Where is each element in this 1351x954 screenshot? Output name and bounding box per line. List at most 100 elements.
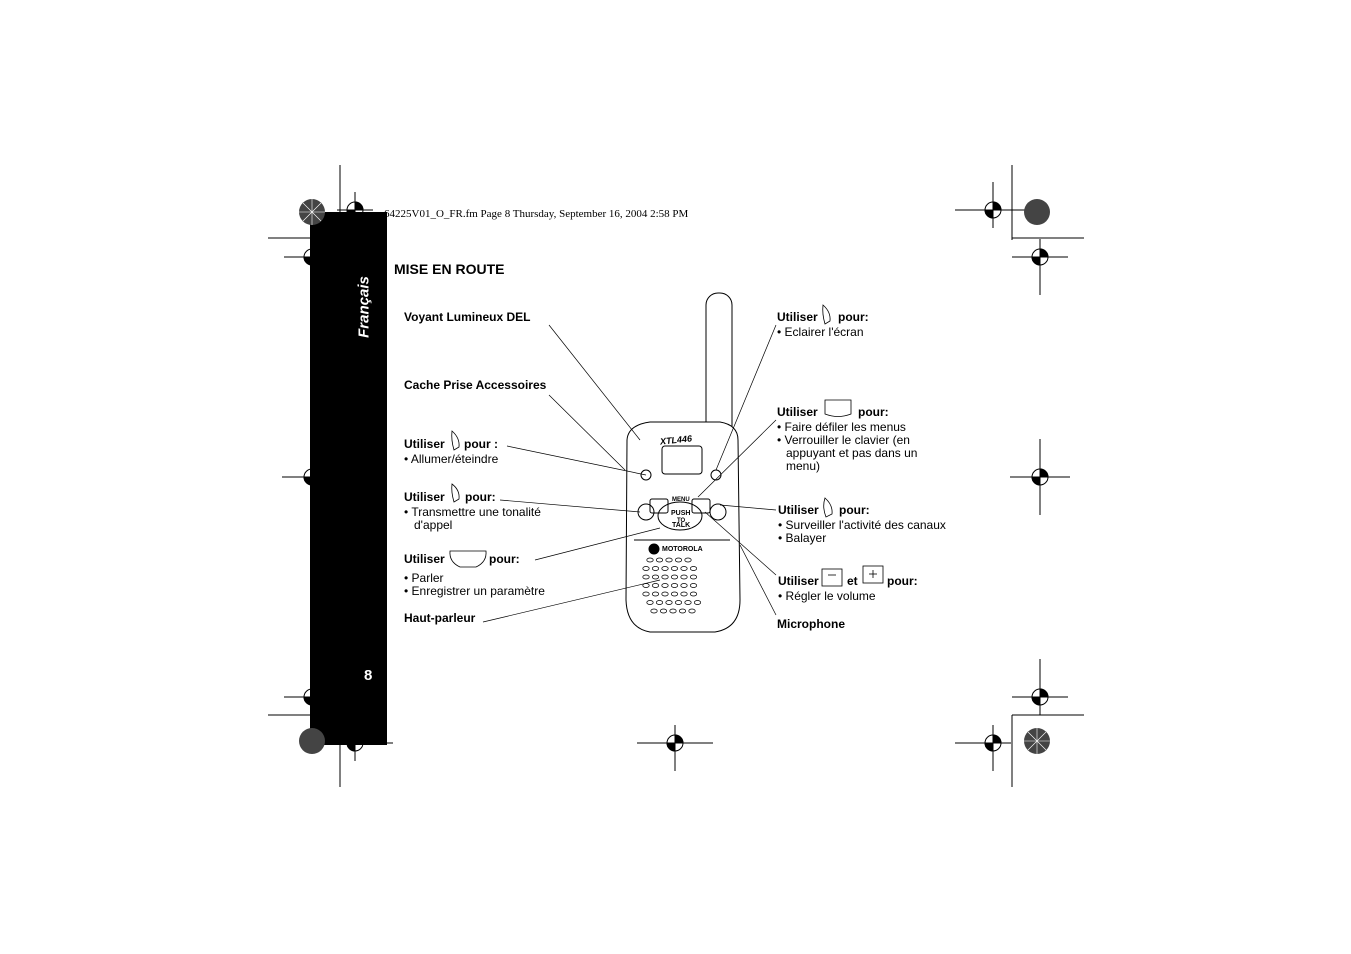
grille-hole (642, 574, 650, 580)
vol-pour: pour: (887, 574, 918, 588)
page-number: 8 (364, 667, 373, 684)
grille-hole (665, 600, 673, 605)
device-ptt-3: TALK (672, 522, 691, 529)
grille-hole (689, 574, 698, 580)
label-accessory: Cache Prise Accessoires (404, 378, 547, 392)
radio-illustration (625, 292, 741, 633)
grille-hole (651, 583, 660, 588)
inline-icons (449, 304, 884, 587)
grille-hole (646, 557, 654, 563)
label-speaker: Haut-parleur (404, 611, 476, 625)
crop-marks (268, 165, 1084, 787)
scan-use: Utiliser (778, 503, 819, 517)
sidebar-band (310, 212, 387, 745)
grille-hole (680, 566, 688, 571)
grille-hole (674, 557, 683, 563)
grille-hole (669, 608, 677, 614)
grille-hole (642, 591, 650, 597)
leader-lines (482, 324, 777, 623)
grille-hole (651, 566, 660, 571)
scan-button-icon (823, 497, 833, 518)
menu-lock-icon (824, 399, 852, 417)
grille-hole (655, 600, 664, 605)
tone-item-2: d'appel (414, 518, 453, 532)
ptt-item-2: • Enregistrer un paramètre (404, 584, 545, 598)
grille-hole (655, 557, 664, 563)
light-use: Utiliser (777, 310, 818, 324)
ptt-pour: pour: (489, 552, 520, 566)
grille-hole (670, 591, 679, 597)
power-pour: pour : (464, 437, 498, 451)
grille-hole (689, 566, 698, 571)
grille-hole (665, 557, 673, 563)
grille-hole (661, 591, 669, 597)
grille-hole (670, 583, 679, 588)
motorola-logo (648, 543, 660, 555)
call-tone-icon (451, 483, 460, 503)
grille-hole (693, 600, 702, 605)
volume-up-icon (862, 565, 884, 584)
antenna (705, 292, 733, 444)
device-brand: MOTOROLA (662, 546, 703, 553)
ptt-item-1: • Parler (404, 571, 444, 585)
grille-hole (689, 583, 698, 588)
vol-item: • Régler le volume (778, 589, 876, 603)
power-item: • Allumer/éteindre (404, 452, 499, 466)
file-header: 64225V01_O_FR.fm Page 8 Thursday, Septem… (384, 208, 689, 220)
ptt-use: Utiliser (404, 552, 445, 566)
device-menu-key: MENU (672, 497, 690, 503)
menu-item-1: • Faire défiler les menus (777, 420, 906, 434)
grille-hole (642, 566, 650, 571)
grille-hole (670, 566, 679, 571)
registration-targets (282, 182, 1070, 771)
tone-item-1: • Transmettre une tonalité (404, 505, 541, 519)
menu-item-4: menu) (786, 459, 821, 473)
grille-hole (684, 600, 692, 605)
grille-hole (688, 608, 696, 614)
grille-hole (661, 583, 669, 588)
grille-hole (646, 600, 654, 605)
menu-pour: pour: (858, 405, 889, 419)
grille-hole (678, 608, 687, 614)
display-window (661, 445, 703, 475)
grille-hole (650, 608, 658, 614)
vol-use: Utiliser (778, 574, 819, 588)
tone-pour: pour: (465, 490, 496, 504)
scan-item-1: • Surveiller l'activité des canaux (778, 518, 946, 532)
menu-use: Utiliser (777, 405, 818, 419)
grille-hole (680, 583, 688, 588)
grille-hole (661, 566, 669, 571)
grille-hole (684, 557, 692, 563)
label-led: Voyant Lumineux DEL (404, 310, 531, 324)
grille-hole (689, 591, 698, 597)
ptt-icon (449, 550, 487, 568)
light-pour: pour: (838, 310, 869, 324)
grille-hole (674, 600, 683, 605)
label-microphone: Microphone (777, 617, 845, 631)
volume-down-icon (821, 568, 843, 587)
grille-hole (680, 591, 688, 597)
page-title: MISE EN ROUTE (394, 261, 505, 277)
grille-hole (670, 574, 679, 580)
speaker-grille (642, 557, 702, 614)
power-button-icon (451, 430, 460, 451)
scan-pour: pour: (839, 503, 870, 517)
power-use: Utiliser (404, 437, 445, 451)
ptt-button-shape (657, 501, 703, 531)
grille-hole (680, 574, 688, 580)
scan-item-2: • Balayer (778, 531, 827, 545)
grille-hole (651, 591, 660, 597)
grille-hole (659, 608, 668, 614)
light-item: • Eclairer l'écran (777, 325, 864, 339)
device-ptt-1: PUSH (671, 510, 691, 517)
tone-use: Utiliser (404, 490, 445, 504)
menu-item-2: • Verrouiller le clavier (en (777, 433, 910, 447)
device-ptt-2: TO (677, 518, 686, 524)
grille-hole (661, 574, 669, 580)
light-button-icon (822, 304, 831, 325)
vol-et: et (847, 574, 858, 588)
menu-item-3: appuyant et pas dans un (786, 446, 918, 460)
star-targets (299, 199, 1050, 754)
sidebar-language: Français (355, 276, 373, 338)
